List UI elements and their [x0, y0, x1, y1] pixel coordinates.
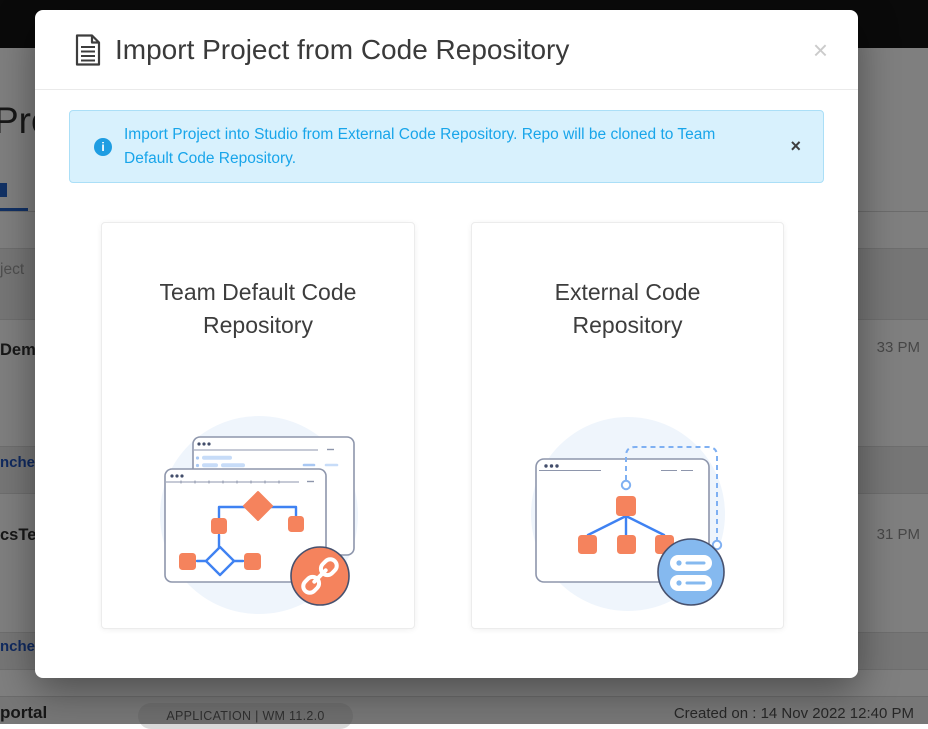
external-repo-illustration	[531, 417, 725, 611]
alert-close-icon[interactable]: ×	[790, 136, 801, 156]
modal-title: Import Project from Code Repository	[115, 33, 570, 65]
link-badge-icon	[290, 546, 350, 606]
import-project-modal: Import Project from Code Repository × i …	[35, 10, 858, 678]
card-team-default-repo[interactable]: Team Default Code Repository	[101, 222, 415, 629]
info-alert: i Import Project into Studio from Extern…	[69, 110, 824, 183]
server-badge-icon	[657, 538, 725, 606]
document-icon	[75, 33, 101, 66]
alert-message: Import Project into Studio from External…	[124, 125, 716, 167]
modal-header: Import Project from Code Repository ×	[35, 10, 858, 90]
card-title: Team Default Code Repository	[159, 279, 357, 338]
card-title: External Code Repository	[554, 279, 701, 338]
close-icon[interactable]: ×	[812, 34, 828, 65]
team-default-repo-illustration	[160, 416, 358, 614]
info-icon: i	[94, 137, 112, 156]
card-external-repo[interactable]: External Code Repository	[471, 222, 784, 629]
